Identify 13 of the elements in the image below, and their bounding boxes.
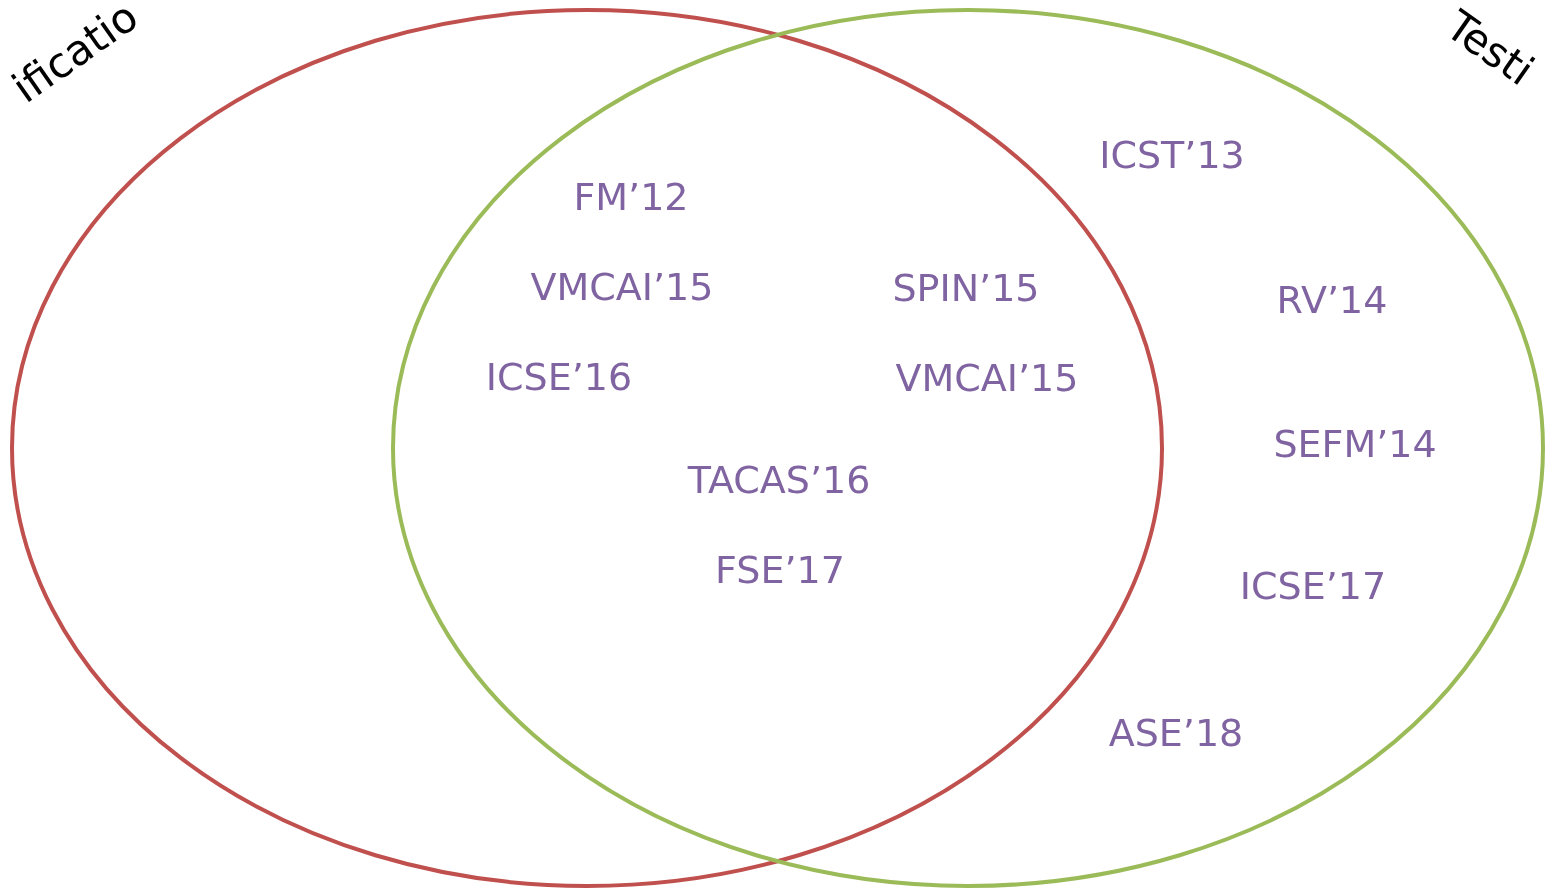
set-ellipse	[391, 8, 1545, 888]
venue-label: ICST’13	[1099, 133, 1245, 177]
venue-label: ASE’18	[1108, 711, 1244, 755]
venue-label: VMCAI’15	[895, 356, 1079, 400]
venue-label: SEFM’14	[1273, 422, 1437, 466]
venue-label: SPIN’15	[892, 266, 1040, 310]
venue-label: ICSE’16	[485, 355, 633, 399]
venue-label: FM’12	[573, 175, 689, 219]
venue-label: VMCAI’15	[530, 265, 714, 309]
venue-label: ICSE’17	[1239, 564, 1387, 608]
venue-label: FSE’17	[715, 548, 845, 592]
venue-label: TACAS’16	[687, 458, 871, 502]
venue-label: RV’14	[1276, 278, 1388, 322]
